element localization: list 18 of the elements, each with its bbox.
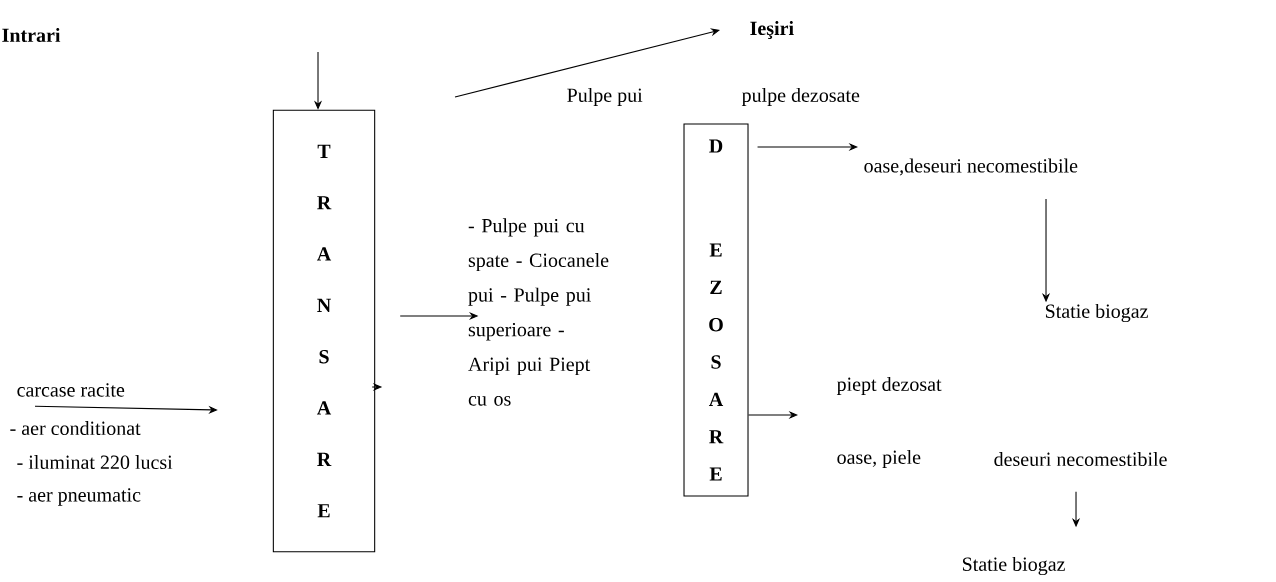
flow-text: - aer pneumatic xyxy=(17,488,141,506)
flow-text: Statie biogaz xyxy=(962,556,1065,576)
process-box: T R A N S A R E xyxy=(272,109,376,553)
process-box: D E Z O S A R E xyxy=(683,123,749,497)
flow-text: deseuri necomestibile xyxy=(994,452,1167,467)
flow-text: pulpe dezosate xyxy=(741,87,860,107)
flow-text: oase,deseuri necomestibile xyxy=(864,158,1078,176)
flow-text: Statie biogaz xyxy=(1045,303,1148,323)
flow-text: - iluminat 220 lucsi xyxy=(17,455,173,470)
flow-text: oase, piele xyxy=(837,449,921,469)
flow-text: piept dezosat xyxy=(836,376,942,396)
flow-text: Pulpe pui xyxy=(567,87,643,107)
flow-text: Ieşiri xyxy=(750,21,794,39)
flow-text: - aer conditionat xyxy=(10,421,141,436)
arrow xyxy=(454,28,720,98)
heading: Intrari xyxy=(2,28,61,43)
flow-text: carcase racite xyxy=(17,383,125,397)
flow-text: - Pulpe pui cu spate - Ciocanele pui - Pulpe pui superioare - Aripi pui Piept cu os xyxy=(468,218,609,406)
